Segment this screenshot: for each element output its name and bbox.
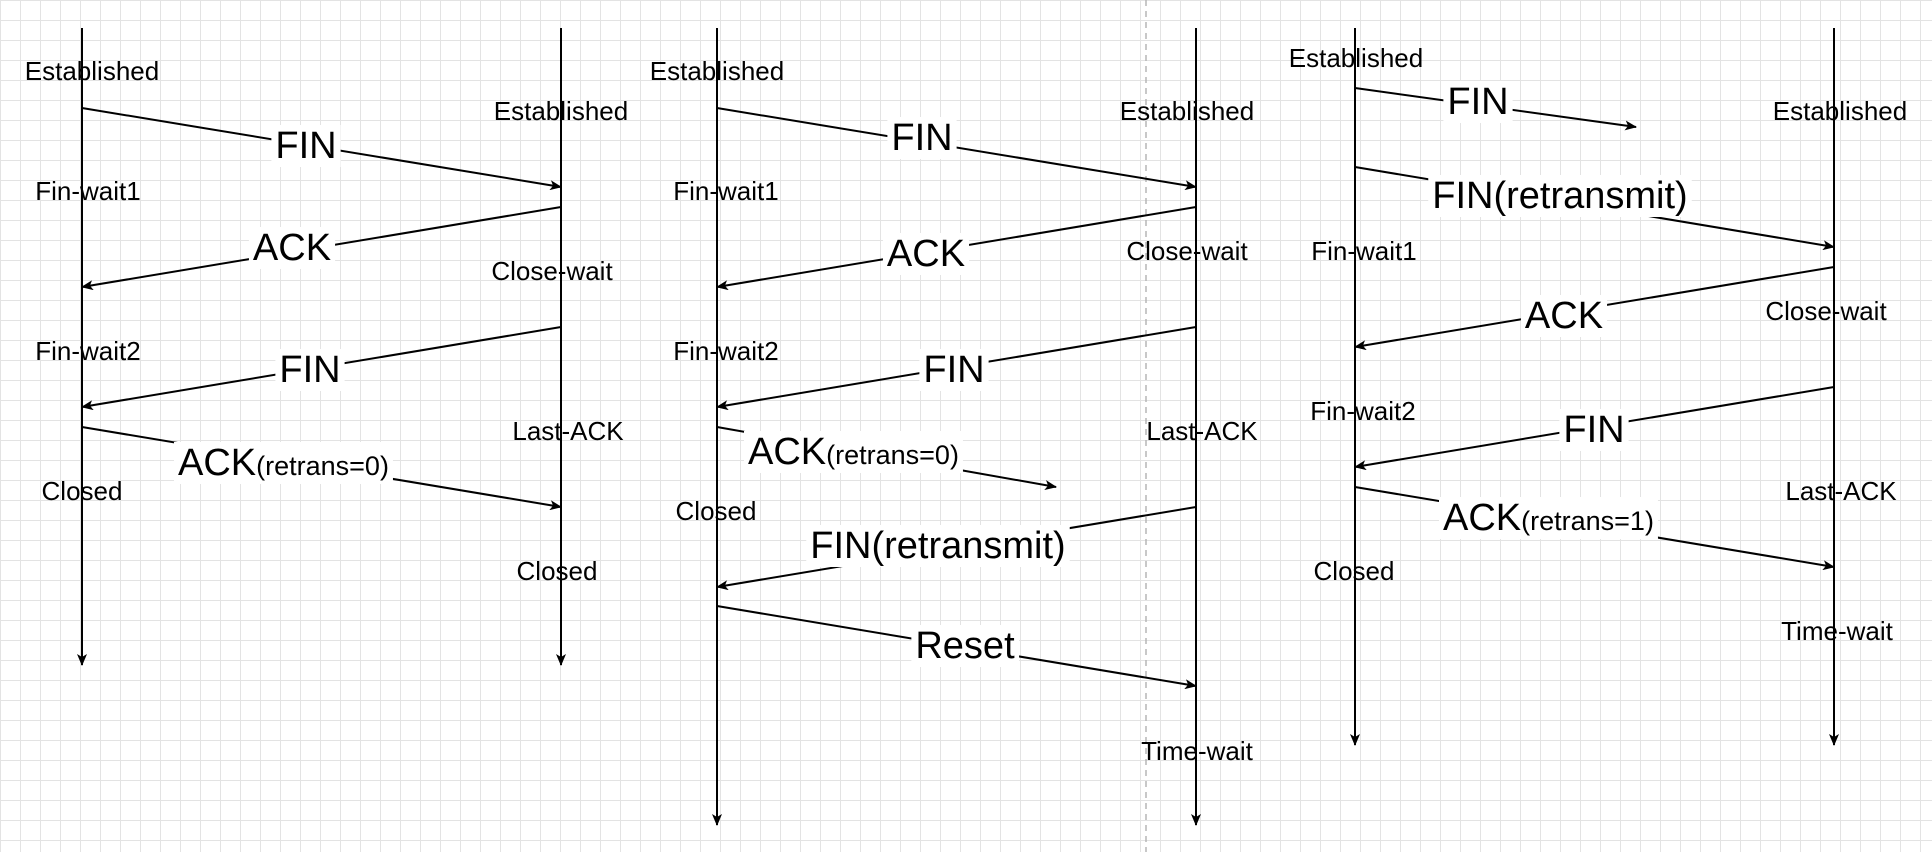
server-state: Time-wait <box>1781 616 1893 646</box>
client-state: Fin-wait2 <box>1310 396 1415 426</box>
client-state: Fin-wait1 <box>673 176 778 206</box>
message-label: ACK <box>887 233 965 275</box>
server-state: Last-ACK <box>1785 476 1897 506</box>
diagram-2: FIN ACK FIN ACK(retrans=0) FIN(retransmi… <box>650 28 1258 826</box>
server-state: Established <box>1773 96 1907 126</box>
message-label: FIN <box>891 117 952 159</box>
client-state: Fin-wait1 <box>1311 236 1416 266</box>
message-label: ACK(retrans=0) <box>748 431 959 473</box>
message-label: FIN <box>279 349 340 391</box>
server-state: Closed <box>517 556 598 586</box>
server-state: Close-wait <box>491 256 613 286</box>
server-state: Close-wait <box>1126 236 1248 266</box>
server-state: Last-ACK <box>512 416 624 446</box>
message-label: Reset <box>915 625 1015 667</box>
client-state: Established <box>1289 43 1423 73</box>
client-state: Closed <box>1314 556 1395 586</box>
message-label: ACK(retrans=1) <box>1443 497 1654 539</box>
message-label: FIN(retransmit) <box>1432 175 1687 217</box>
message-label: FIN <box>923 349 984 391</box>
client-state: Fin-wait2 <box>35 336 140 366</box>
client-state: Closed <box>42 476 123 506</box>
server-state: Close-wait <box>1765 296 1887 326</box>
message-label: FIN <box>1563 409 1624 451</box>
server-state: Established <box>494 96 628 126</box>
message-label: ACK <box>1525 295 1603 337</box>
client-state: Fin-wait1 <box>35 176 140 206</box>
server-state: Last-ACK <box>1146 416 1258 446</box>
client-state: Closed <box>676 496 757 526</box>
message-label: FIN(retransmit) <box>810 525 1065 567</box>
message-label: ACK(retrans=0) <box>178 442 389 484</box>
message-label: ACK <box>253 227 331 269</box>
server-state: Time-wait <box>1141 736 1253 766</box>
client-state: Established <box>25 56 159 86</box>
diagram-3: FIN FIN(retransmit) ACK FIN ACK(retrans=… <box>1289 28 1907 746</box>
server-state: Established <box>1120 96 1254 126</box>
message-label: FIN <box>1447 81 1508 123</box>
message-label: FIN <box>275 125 336 167</box>
client-state: Established <box>650 56 784 86</box>
client-state: Fin-wait2 <box>673 336 778 366</box>
diagram-1: FIN ACK FIN ACK(retrans=0) Established F… <box>25 28 628 666</box>
